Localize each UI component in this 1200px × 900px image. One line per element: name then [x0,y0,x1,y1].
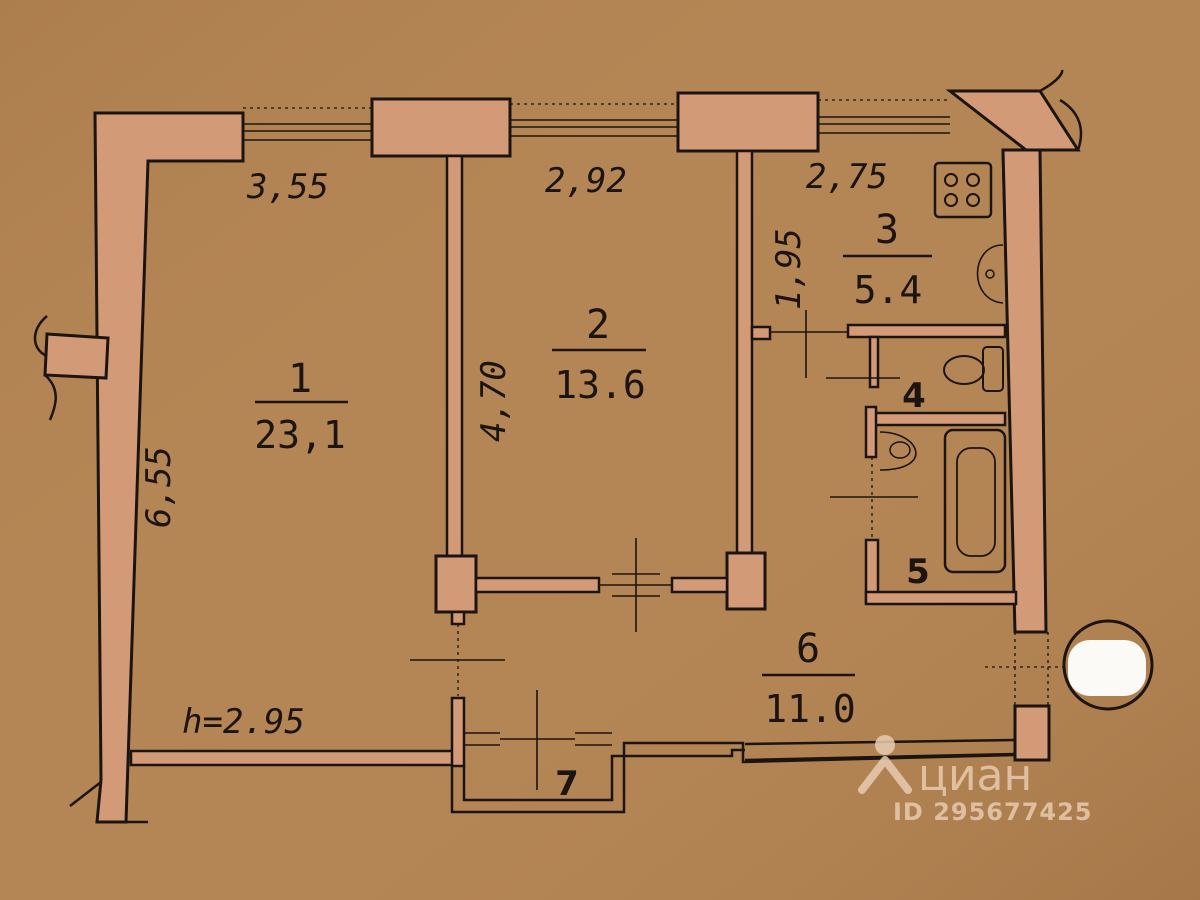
room-label-3: 3 5.4 [843,207,932,312]
room-1-number: 1 [288,356,312,402]
dimension-room1-depth: 6,55 [139,446,179,528]
bathroom-walls [830,457,1018,606]
kitchen-bottom-partition [750,310,1007,378]
dimension-top-room3: 2,75 [806,157,888,197]
stove-icon [933,161,993,219]
top-pillar-2 [676,91,820,153]
bathtub-icon [943,428,1007,574]
room-5-number: 5 [906,552,930,592]
partition-room2-room3 [735,149,754,555]
watermark-listing-id: ID 295677425 [893,798,1093,826]
room1-doorway [410,610,505,696]
room-label-2: 2 13.6 [552,302,646,407]
room2-bottom-wall [434,538,767,632]
room-3-area: 5.4 [854,268,923,312]
wc-walls [826,335,1007,459]
top-window-1 [243,123,372,141]
kitchen-sink-icon [976,244,1004,304]
room-6-number: 6 [796,626,820,672]
room1-bottom-wall [129,696,466,768]
room-label-1: 1 23,1 [254,356,348,457]
room-3-number: 3 [875,207,899,253]
partition-room1-room2 [445,154,464,558]
room-2-number: 2 [586,302,610,348]
room-label-6: 6 11.0 [762,626,856,731]
top-pillar-1 [370,97,512,158]
ceiling-height-label: h=2.95 [182,702,305,742]
top-dotted-line [243,99,950,109]
room-4-number: 4 [902,376,926,416]
watermark-brand: циан [918,750,1032,801]
washbasin-icon [879,431,917,471]
cian-watermark: циан ID 295677425 [858,735,1093,826]
top-window-3 [818,116,950,134]
cian-logo-icon [858,735,912,794]
room-6-area: 11.0 [764,687,856,731]
room-1-area: 23,1 [254,413,346,457]
room-2-area: 13.6 [554,363,646,407]
dimension-room3-depth: 1,95 [769,228,809,310]
top-window-2 [510,119,678,137]
dimension-top-room2: 2,92 [545,161,627,201]
room-7-number: 7 [555,764,579,804]
right-wall-lower-pillar [1013,704,1051,762]
entrance-marker [985,619,1154,711]
right-exterior-wall [945,69,1083,762]
toilet-icon [943,346,1004,392]
dimension-room2-depth: 4,70 [474,360,514,442]
dimension-top-room1: 3,55 [246,167,329,207]
left-exterior-wall [33,111,245,824]
